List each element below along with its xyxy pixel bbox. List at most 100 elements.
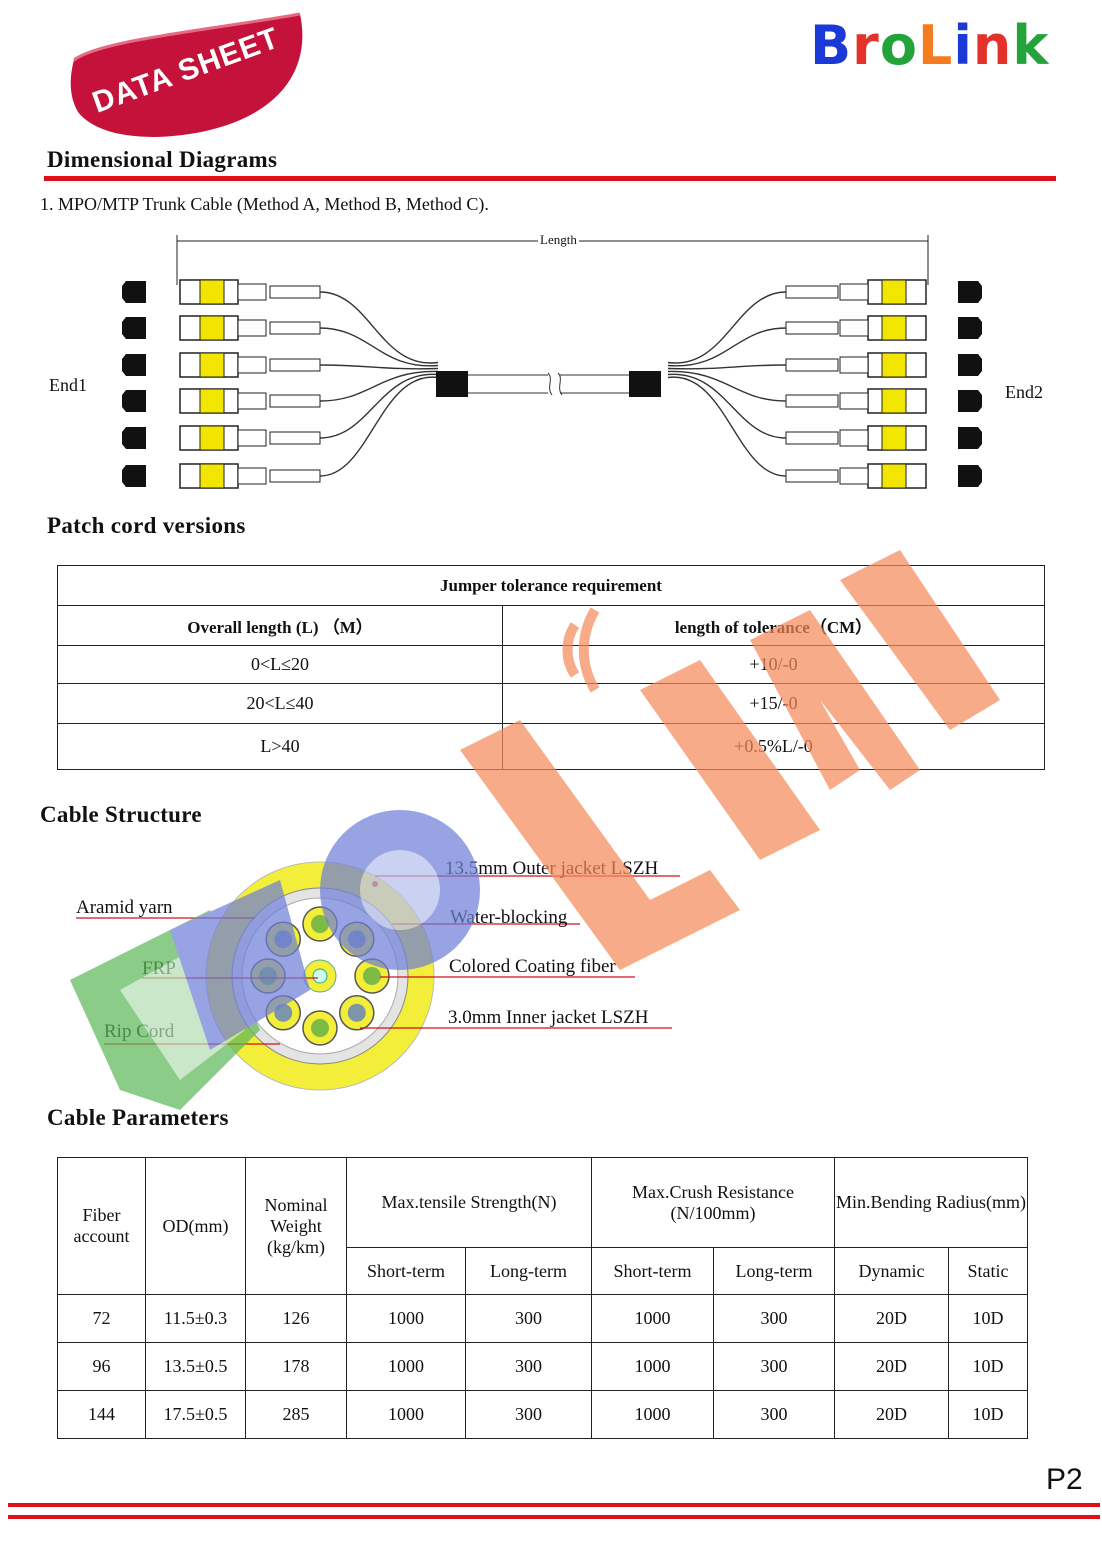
strain-relief xyxy=(269,358,321,372)
param-cell: 10D xyxy=(948,1342,1028,1391)
fanout-leg xyxy=(667,370,787,402)
end1-label: End1 xyxy=(49,375,87,395)
label-frp: FRP xyxy=(142,958,176,979)
end-cap xyxy=(122,354,146,376)
param-header-bending: Min.Bending Radius(mm) xyxy=(834,1157,1028,1248)
fanout-leg xyxy=(319,364,439,370)
param-cell: 300 xyxy=(713,1294,835,1343)
connector-boot xyxy=(237,319,267,337)
end-cap xyxy=(958,281,982,303)
param-cell: 1000 xyxy=(591,1342,714,1391)
connector-boot xyxy=(839,467,869,485)
end-cap xyxy=(958,427,982,449)
fanout-leg xyxy=(667,376,787,477)
param-cell: 285 xyxy=(245,1390,347,1439)
tolerance-cell: 20<L≤40 xyxy=(57,683,503,724)
end-cap xyxy=(122,317,146,339)
colored-fiber-bundle xyxy=(363,967,381,985)
param-header-tensile: Max.tensile Strength(N) xyxy=(346,1157,592,1248)
param-cell: 10D xyxy=(948,1294,1028,1343)
param-cell: 300 xyxy=(465,1342,592,1391)
connector-latch xyxy=(199,425,225,451)
fanout-leg xyxy=(319,373,439,439)
param-cell: 300 xyxy=(713,1342,835,1391)
label-inner-jacket: 3.0mm Inner jacket LSZH xyxy=(448,1007,649,1028)
param-header-crush: Max.Crush Resistance (N/100mm) xyxy=(591,1157,835,1248)
param-cell: 300 xyxy=(465,1294,592,1343)
section-title-dimensional: Dimensional Diagrams xyxy=(47,147,278,172)
param-header-od: OD(mm) xyxy=(145,1157,246,1295)
connector-boot xyxy=(237,467,267,485)
connector-latch xyxy=(881,352,907,378)
brand-logo: BroLink xyxy=(810,14,1049,84)
connector-boot xyxy=(237,283,267,301)
colored-fiber-bundle xyxy=(311,915,329,933)
connector-latch xyxy=(199,352,225,378)
connector-boot xyxy=(839,429,869,447)
label-colored-fiber: Colored Coating fiber xyxy=(449,956,616,977)
end-cap xyxy=(122,427,146,449)
connector-boot xyxy=(237,392,267,410)
end2-label: End2 xyxy=(1005,382,1043,402)
footer-rule-top xyxy=(8,1503,1100,1507)
fanout-leg xyxy=(667,291,787,364)
connector-latch xyxy=(199,388,225,414)
param-cell: 1000 xyxy=(591,1294,714,1343)
colored-fiber-bundle xyxy=(347,930,366,949)
label-outer-jacket: 13.5mm Outer jacket LSZH xyxy=(445,858,659,879)
param-subheader-short: Short-term xyxy=(346,1247,466,1295)
fanout-leg xyxy=(667,327,787,367)
colored-fiber-bundle xyxy=(259,967,277,985)
tolerance-cell: 0<L≤20 xyxy=(57,645,503,684)
end-cap xyxy=(958,390,982,412)
connector-boot xyxy=(237,356,267,374)
connector-boot xyxy=(839,319,869,337)
fanout-leg xyxy=(319,376,439,477)
param-cell: 96 xyxy=(57,1342,146,1391)
section-title-patch: Patch cord versions xyxy=(47,513,246,538)
red-rule xyxy=(44,176,1056,181)
colored-fiber-bundle xyxy=(347,1003,366,1022)
tolerance-col-length: Overall length (L) （M） xyxy=(57,605,503,646)
cable-parameters-table: Fiber account OD(mm) Nominal Weight (kg/… xyxy=(57,1157,1028,1439)
trunk-cable-diagram: Length End1 End2 xyxy=(40,225,1060,505)
param-cell: 13.5±0.5 xyxy=(145,1342,246,1391)
param-cell: 11.5±0.3 xyxy=(145,1294,246,1343)
param-cell: 10D xyxy=(948,1390,1028,1439)
tolerance-table: Jumper tolerance requirement Overall len… xyxy=(57,565,1045,770)
tolerance-title: Jumper tolerance requirement xyxy=(57,565,1045,606)
section-title-parameters: Cable Parameters xyxy=(47,1105,229,1130)
strain-relief xyxy=(785,285,839,299)
connector-latch xyxy=(881,463,907,489)
tolerance-cell: L>40 xyxy=(57,723,503,770)
param-subheader-long: Long-term xyxy=(465,1247,592,1295)
param-header-fiber: Fiber account xyxy=(57,1157,146,1295)
strain-relief xyxy=(269,394,321,408)
strain-relief xyxy=(785,469,839,483)
page-number: P2 xyxy=(1046,1463,1083,1496)
colored-fiber-bundle xyxy=(311,1019,329,1037)
section-title-structure: Cable Structure xyxy=(40,802,202,827)
end-cap xyxy=(958,354,982,376)
logo-letter: L xyxy=(917,14,954,77)
end-cap xyxy=(122,465,146,487)
connector-latch xyxy=(881,425,907,451)
label-water-blocking: Water-blocking xyxy=(450,907,568,928)
connector-boot xyxy=(839,392,869,410)
tolerance-col-tolerance: length of tolerance（CM） xyxy=(502,605,1045,646)
param-cell: 144 xyxy=(57,1390,146,1439)
param-cell: 17.5±0.5 xyxy=(145,1390,246,1439)
colored-fiber-bundle xyxy=(274,1003,293,1022)
strain-relief xyxy=(269,321,321,335)
frp-center xyxy=(312,968,328,984)
fanout-leg xyxy=(667,364,787,370)
param-subheader-static: Static xyxy=(948,1247,1028,1295)
strain-relief xyxy=(269,285,321,299)
cable-cross-section: 13.5mm Outer jacket LSZH Water-blocking … xyxy=(60,850,700,1100)
param-cell: 300 xyxy=(465,1390,592,1439)
footer-rule-bottom xyxy=(8,1515,1100,1519)
connector-boot xyxy=(237,429,267,447)
param-cell: 20D xyxy=(834,1390,949,1439)
